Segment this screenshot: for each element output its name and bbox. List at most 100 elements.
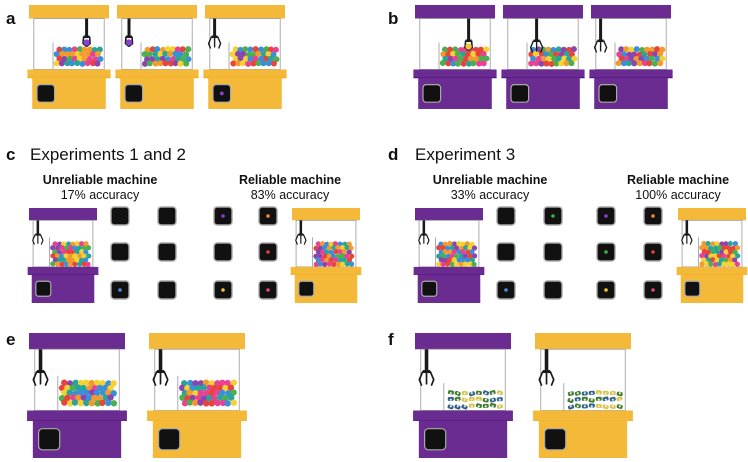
toy: [498, 398, 501, 401]
ball: [346, 257, 352, 263]
ball: [86, 253, 92, 259]
ball: [56, 55, 63, 62]
ball: [471, 253, 478, 259]
prize-box: [510, 83, 530, 103]
ball: [186, 389, 193, 397]
ball: [167, 60, 174, 67]
ball: [74, 60, 81, 67]
ball: [83, 249, 89, 255]
machine-roof: [535, 333, 631, 350]
machine-ledge: [147, 410, 247, 421]
ball: [167, 50, 174, 57]
toy: [604, 398, 607, 401]
toy: [470, 392, 473, 395]
claw-arms: [418, 370, 435, 386]
ball: [714, 249, 720, 255]
ball: [465, 249, 471, 255]
ball: [79, 241, 85, 247]
machine-ledge: [27, 69, 111, 78]
ball: [727, 240, 733, 247]
toy: [470, 398, 473, 401]
toy: [611, 405, 614, 408]
ball: [57, 257, 63, 263]
ball: [454, 245, 460, 251]
prize-box: [496, 280, 516, 300]
panel-c-label: c: [6, 145, 16, 164]
ball: [321, 244, 328, 251]
claw-head: [126, 35, 132, 39]
claw-arms: [681, 234, 693, 245]
claw-arms: [124, 36, 134, 48]
prize-box: [110, 280, 130, 300]
ball: [460, 241, 466, 247]
ball: [328, 241, 334, 247]
panel-d-reliable-accuracy: 100% accuracy: [635, 188, 721, 202]
ball: [107, 394, 114, 401]
ball: [157, 51, 164, 58]
ball: [319, 257, 325, 263]
ball: [88, 389, 96, 396]
ball: [473, 56, 480, 63]
ball: [730, 261, 736, 267]
ball: [152, 51, 159, 58]
ball: [222, 385, 229, 392]
claw-machine: [290, 208, 362, 303]
ball: [456, 257, 462, 263]
ball: [68, 245, 74, 251]
ball: [465, 257, 471, 263]
claw-arms: [32, 234, 44, 245]
ball: [335, 261, 341, 267]
ball: [712, 253, 719, 259]
ball: [77, 253, 83, 259]
ball: [712, 261, 719, 268]
toy: [576, 392, 579, 395]
ball: [555, 46, 562, 53]
toy: [477, 405, 480, 408]
ball: [339, 244, 346, 251]
ball: [469, 249, 475, 255]
machine-roof: [29, 5, 109, 19]
ball: [232, 56, 239, 63]
ball: [636, 51, 643, 58]
ball: [721, 245, 727, 251]
ball: [200, 384, 207, 391]
claw-arms: [295, 234, 307, 245]
claw-machine: [27, 5, 111, 109]
ball: [84, 60, 91, 67]
ball: [469, 241, 475, 247]
ball: [333, 257, 339, 263]
prize-box: [596, 206, 616, 226]
ball: [250, 60, 257, 67]
ball: [197, 399, 204, 406]
ball: [195, 394, 202, 401]
ball: [449, 50, 456, 57]
ball: [659, 55, 666, 62]
ball: [61, 46, 68, 53]
ball: [265, 60, 272, 67]
ball: [346, 249, 352, 255]
ball: [732, 249, 738, 255]
claw-arms: [207, 36, 222, 49]
panel-a-label: a: [6, 9, 16, 28]
prize-box: [213, 280, 233, 300]
ball: [229, 51, 236, 58]
ball: [164, 46, 171, 53]
ball: [105, 399, 112, 407]
toy: [569, 398, 572, 401]
ball: [83, 389, 90, 396]
prize-box: [496, 242, 516, 262]
ball: [59, 261, 65, 267]
ball: [551, 55, 558, 62]
ball: [457, 55, 464, 62]
ball: [110, 380, 117, 387]
ball: [710, 249, 716, 255]
ball: [716, 253, 722, 259]
ball: [80, 394, 87, 401]
held-prize: [125, 39, 133, 46]
ball: [61, 56, 68, 63]
ball: [628, 55, 635, 62]
ball: [64, 394, 71, 402]
ball: [94, 50, 101, 57]
ball: [174, 55, 181, 62]
ball: [162, 60, 169, 67]
